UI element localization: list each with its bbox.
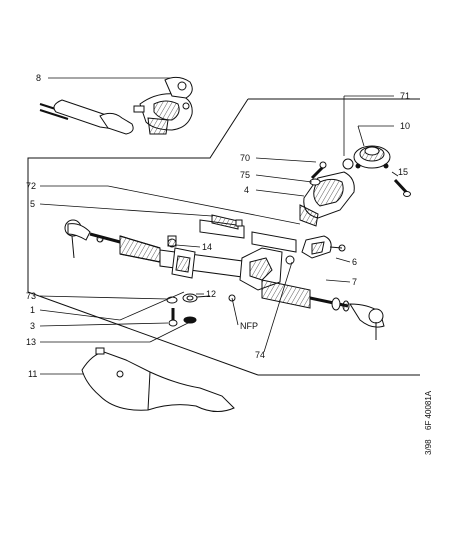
callout-12: 12 bbox=[206, 289, 216, 299]
callout-73: 73 bbox=[26, 291, 36, 301]
steering-rack bbox=[64, 219, 385, 340]
bolt-15 bbox=[393, 178, 411, 197]
valve-body bbox=[299, 158, 355, 227]
power-cylinder bbox=[199, 214, 346, 259]
callout-8: 8 bbox=[36, 73, 41, 83]
callout-75: 75 bbox=[240, 170, 250, 180]
callout-72: 72 bbox=[26, 181, 36, 191]
callout-74: 74 bbox=[255, 350, 265, 360]
callout-71: 71 bbox=[400, 91, 410, 101]
callout-15: 15 bbox=[398, 167, 408, 177]
frame-lines bbox=[27, 98, 420, 376]
callout-70: 70 bbox=[240, 153, 250, 163]
side-reference: 6F 40081A bbox=[424, 390, 433, 430]
upper-valve-assembly bbox=[39, 76, 193, 135]
callout-10: 10 bbox=[400, 121, 410, 131]
callout-labels: 8 71 10 70 75 4 15 72 5 14 6 7 73 1 12 3… bbox=[26, 73, 410, 379]
leader-lines bbox=[39, 77, 399, 375]
bolt-70 bbox=[310, 161, 327, 180]
callout-7: 7 bbox=[352, 277, 357, 287]
valve-cap bbox=[353, 145, 391, 169]
callout-11: 11 bbox=[28, 369, 37, 379]
side-code: 3/98 bbox=[424, 439, 433, 455]
callout-14: 14 bbox=[202, 242, 212, 252]
callout-1: 1 bbox=[30, 305, 35, 315]
callout-nfp: NFP bbox=[240, 321, 258, 331]
callout-13: 13 bbox=[26, 337, 36, 347]
small-fasteners bbox=[166, 238, 295, 327]
callout-6: 6 bbox=[352, 257, 357, 267]
callout-3: 3 bbox=[30, 321, 35, 331]
callout-5: 5 bbox=[30, 199, 35, 209]
heat-shield bbox=[81, 347, 235, 412]
callout-4: 4 bbox=[244, 185, 249, 195]
